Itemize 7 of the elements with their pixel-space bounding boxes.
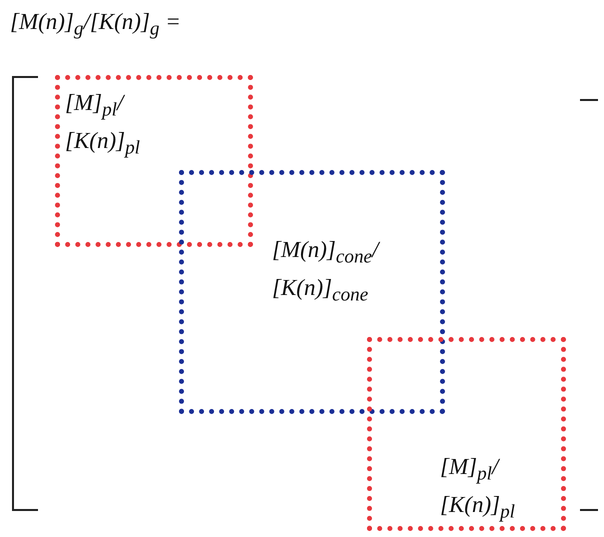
dotted-box (55, 75, 253, 247)
matrix-block-label: [M]$_{pl}$/ [K(n)]$_{pl}$ (440, 453, 516, 524)
dotted-box (367, 337, 566, 531)
matrix-block-label: [M(n)]$_{cone}$/ [K(n)]$_{cone}$ (272, 236, 381, 308)
dotted-box (179, 170, 445, 414)
formula-heading: [M(n)]$_{g}$/[K(n)]$_{g}$ = (10, 8, 181, 42)
matrix-block-label: [M]$_{pl}$/ [K(n)]$_{pl}$ (65, 89, 141, 160)
